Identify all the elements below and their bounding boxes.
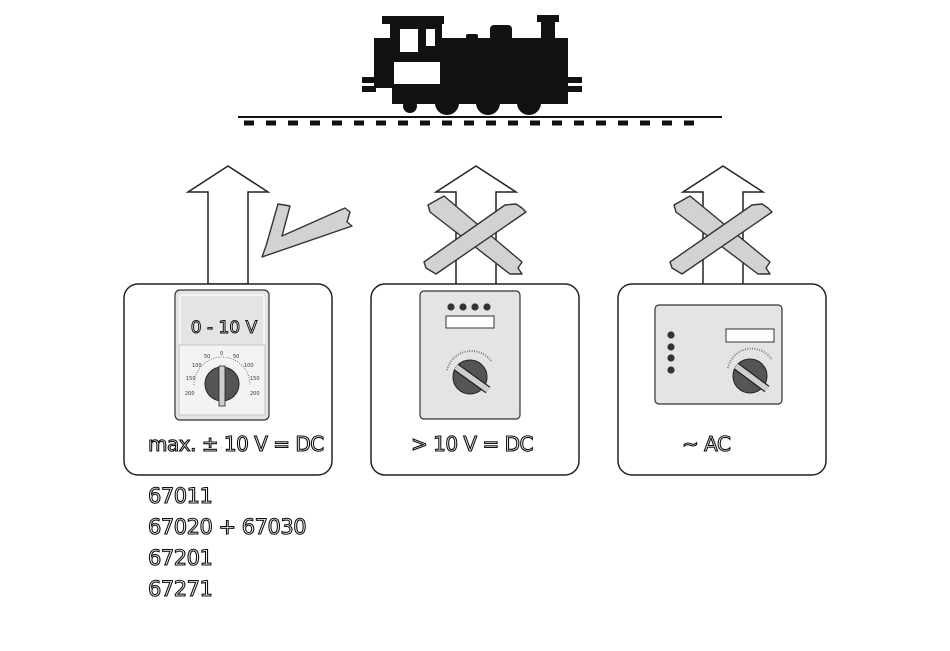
panel-label-dc-allowed: max. ± 10 V = DC bbox=[148, 432, 324, 456]
svg-text:0: 0 bbox=[220, 351, 223, 357]
svg-text:150: 150 bbox=[186, 376, 196, 382]
part-number: 67020 + 67030 bbox=[148, 515, 306, 539]
checkmark-icon bbox=[262, 204, 352, 257]
arrow-up-allowed bbox=[188, 166, 268, 284]
panel-label-dc-over-limit: > 10 V = DC bbox=[411, 432, 533, 456]
part-number: 67201 bbox=[148, 546, 212, 570]
track-icon bbox=[238, 117, 722, 123]
svg-text:100: 100 bbox=[244, 363, 254, 369]
part-number: 67011 bbox=[148, 484, 212, 508]
svg-text:150: 150 bbox=[250, 376, 260, 382]
panel-label-ac: ~ AC bbox=[682, 432, 730, 456]
svg-text:200: 200 bbox=[250, 391, 260, 397]
svg-text:50: 50 bbox=[233, 354, 239, 360]
device-voltage-label: 0 - 10 V bbox=[178, 318, 270, 338]
svg-text:100: 100 bbox=[192, 363, 202, 369]
ac-transformer-device bbox=[655, 305, 782, 404]
part-number: 67271 bbox=[148, 577, 212, 601]
locomotive-icon bbox=[362, 15, 582, 115]
svg-text:200: 200 bbox=[185, 391, 195, 397]
svg-text:50: 50 bbox=[204, 354, 210, 360]
dc-transformer-device bbox=[420, 291, 520, 419]
controller-device: 200 150 100 50 0 50 100 150 200 bbox=[175, 290, 269, 420]
